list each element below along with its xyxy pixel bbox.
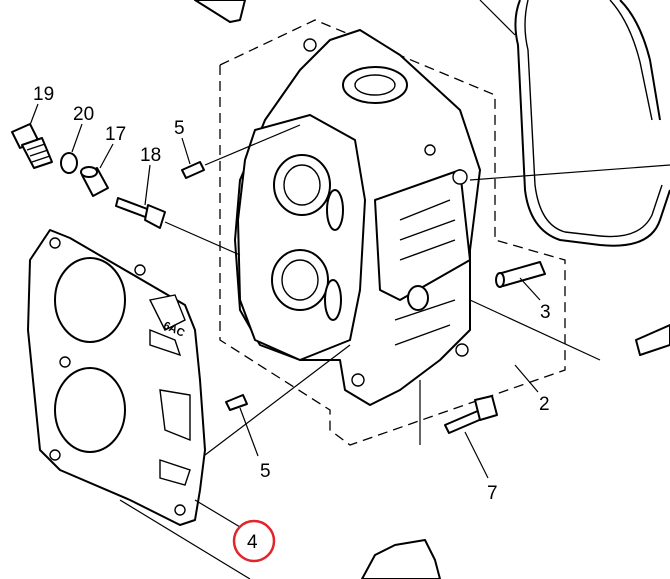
partial-plate-top — [194, 0, 246, 23]
callout-17: 17 — [105, 124, 126, 145]
o-ring-20 — [60, 152, 78, 174]
stud-right — [635, 324, 670, 356]
dowel-pin-5-upper — [181, 161, 205, 179]
callout-4: 4 — [247, 532, 258, 553]
callout-5-upper: 5 — [174, 118, 185, 139]
leader-lines — [29, 0, 670, 579]
callout-3: 3 — [540, 302, 551, 323]
bolt-18 — [115, 197, 166, 229]
callout-5-lower: 5 — [260, 461, 271, 482]
collar-17 — [80, 166, 109, 197]
bolt-7 — [444, 395, 498, 434]
cylinder-head — [234, 29, 481, 406]
dowel-pin-5-lower — [225, 394, 248, 411]
cover-gasket-inner — [524, 0, 663, 238]
sleeve-3 — [495, 261, 546, 288]
callout-18: 18 — [140, 145, 161, 166]
head-gasket: 6AC — [27, 229, 206, 526]
callout-20: 20 — [73, 104, 94, 125]
callout-7: 7 — [487, 483, 498, 504]
highlight-circle — [232, 519, 276, 563]
assembly-outline — [219, 19, 566, 446]
callout-19: 19 — [33, 84, 54, 105]
callout-2: 2 — [539, 394, 550, 415]
plug-19 — [11, 123, 53, 169]
partial-part-bottom — [361, 539, 441, 579]
